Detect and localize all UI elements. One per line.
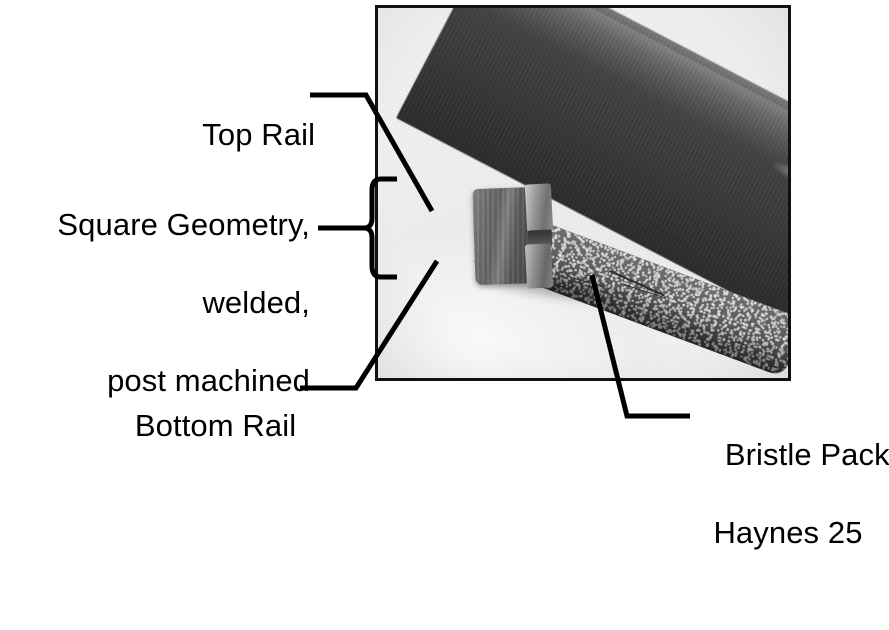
label-bristle-pack-line2: Haynes 25 [713,515,863,550]
photo-grain [378,8,788,378]
figure-canvas: Top Rail Square Geometry, welded, post m… [4,5,889,550]
label-square-geometry-line1: Square Geometry, [57,207,310,242]
label-bristle-pack-line1: Bristle Pack [724,437,889,472]
label-bristle-pack: Bristle Pack Haynes 25 [690,396,889,630]
label-top-rail: Top Rail [168,76,315,193]
photo-vignette [378,8,788,378]
label-square-geometry-line2: welded, [202,285,310,320]
brush-seal-photograph [375,5,791,381]
label-top-rail-text: Top Rail [202,117,316,152]
label-bottom-rail: Bottom Rail [100,367,296,484]
label-bottom-rail-text: Bottom Rail [134,408,297,443]
label-square-geometry-line3: post machined [107,363,310,398]
label-square-geometry: Square Geometry, welded, post machined [4,166,310,439]
